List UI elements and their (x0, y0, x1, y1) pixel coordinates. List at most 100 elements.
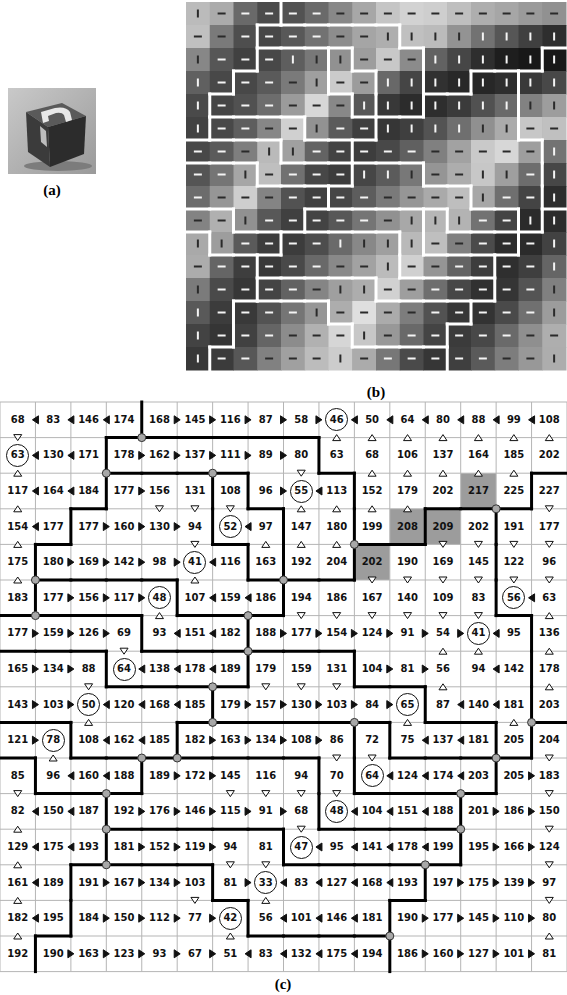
segment-boundary (303, 300, 330, 303)
segment-cell (329, 255, 353, 279)
descent-arrow (226, 506, 234, 512)
segment-cell (234, 255, 258, 279)
descent-arrow (281, 950, 287, 958)
segment-cell (329, 94, 353, 118)
segment-cell (281, 324, 305, 348)
gradient-dash (218, 289, 226, 291)
segment-cell (400, 255, 424, 279)
segment-boundary (375, 208, 402, 211)
gradient-dash (408, 197, 416, 199)
watershed-line (247, 757, 285, 760)
descent-arrow (545, 613, 553, 619)
descent-arrow (68, 772, 74, 780)
segment-cell (424, 255, 448, 279)
segment-cell (329, 232, 353, 256)
descent-arrow (32, 879, 38, 887)
gradient-dash (265, 289, 273, 291)
segment-cell (542, 347, 566, 371)
gradient-dash (241, 105, 249, 107)
cell-value: 139 (503, 878, 524, 888)
gradient-dash (526, 243, 534, 245)
segment-cell (329, 324, 353, 348)
segment-cell (424, 94, 448, 118)
cell-value: 183 (7, 593, 28, 603)
cell-value: 157 (255, 700, 276, 710)
gradient-dash (458, 125, 460, 133)
minimum-value: 47 (294, 842, 308, 852)
gradient-dash (529, 102, 531, 110)
segment-cell (329, 163, 353, 187)
gradient-dash (244, 171, 246, 179)
descent-arrow (281, 736, 287, 744)
descent-arrow (545, 506, 553, 512)
watershed-line (317, 935, 355, 938)
gradient-dash (506, 56, 508, 64)
cell-value: 189 (43, 878, 64, 888)
segment-boundary (541, 185, 544, 211)
cell-value: 68 (11, 415, 25, 425)
cell-value: 205 (503, 735, 524, 745)
segment-cell (305, 71, 329, 95)
segment-boundary (422, 277, 449, 280)
segment-boundary (398, 47, 425, 50)
cell-value: 217 (468, 486, 489, 496)
descent-arrow (139, 487, 145, 495)
descent-arrow (174, 523, 180, 531)
segment-boundary (422, 93, 449, 96)
gradient-dash (339, 286, 341, 294)
descent-arrow (458, 701, 464, 709)
watershed-line (69, 899, 72, 938)
descent-arrow (404, 613, 412, 619)
descent-arrow (422, 629, 428, 637)
descent-arrow (14, 933, 22, 939)
gradient-dash (455, 289, 463, 291)
segment-boundary (398, 254, 401, 280)
watershed-line (176, 579, 179, 618)
segment-cell (329, 71, 353, 95)
cell-value: 163 (220, 735, 241, 745)
descent-arrow (174, 701, 180, 709)
segment-boundary (493, 208, 520, 211)
junction-dot (492, 754, 500, 762)
segment-cell (542, 186, 566, 210)
segment-cell (257, 71, 281, 95)
cell-value: 91 (401, 628, 415, 638)
descent-arrow (297, 826, 305, 832)
gradient-dash (384, 289, 392, 291)
segment-cell (495, 140, 519, 164)
segment-cell (257, 255, 281, 279)
gradient-dash (506, 102, 508, 110)
cell-value: 178 (184, 664, 205, 674)
descent-arrow (387, 772, 393, 780)
cell-value: 87 (436, 700, 450, 710)
gradient-dash (553, 217, 555, 225)
cell-value: 203 (468, 771, 489, 781)
segment-cell (400, 347, 424, 371)
watershed-line (247, 436, 285, 439)
watershed-line (211, 436, 249, 439)
segment-cell (519, 94, 543, 118)
segment-boundary (541, 162, 544, 188)
segment-boundary (232, 254, 259, 257)
segment-cell (424, 347, 448, 371)
segment-cell (495, 163, 519, 187)
segment-boundary (256, 139, 283, 142)
cell-value: 111 (220, 450, 241, 460)
segment-boundary (256, 277, 259, 303)
cell-value: 108 (291, 735, 312, 745)
watershed-line (211, 543, 249, 546)
descent-arrow (368, 755, 376, 761)
cell-value: 208 (397, 522, 418, 532)
segment-boundary (232, 208, 235, 234)
watershed-line (176, 614, 214, 617)
descent-arrow (139, 451, 145, 459)
descent-arrow (316, 629, 322, 637)
segment-cell (281, 232, 305, 256)
cell-value: 146 (78, 415, 99, 425)
segment-cell (210, 2, 234, 26)
segment-boundary (280, 47, 307, 50)
descent-arrow (333, 506, 341, 512)
descent-arrow (387, 665, 393, 673)
gradient-dash (197, 125, 199, 133)
cell-value: 93 (153, 949, 167, 959)
